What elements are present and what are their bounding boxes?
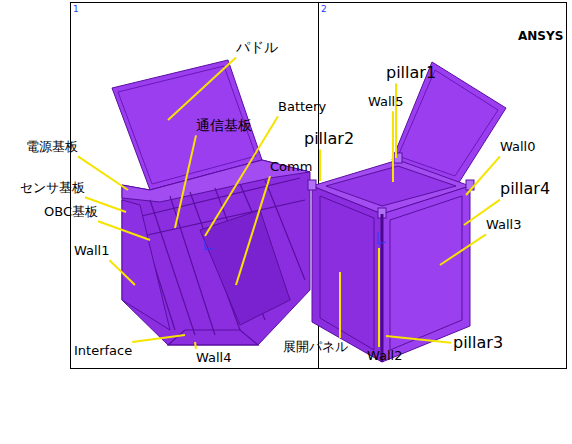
deploy-panel-edge	[320, 196, 374, 350]
part-label: Battery	[278, 100, 326, 114]
part-label: 通信基板	[196, 118, 252, 133]
leader-line	[236, 176, 270, 285]
leader-line	[440, 234, 486, 265]
leader-line	[132, 335, 185, 342]
leader-line	[195, 342, 196, 349]
part-label: pillar4	[500, 180, 550, 198]
comm-board	[200, 210, 290, 325]
leader-line	[168, 57, 236, 120]
part-label: pillar2	[304, 130, 354, 148]
leader-line	[78, 156, 128, 190]
leader-line	[109, 260, 135, 285]
leader-line	[392, 111, 394, 182]
part-label: 電源基板	[26, 140, 78, 154]
wall3-edge	[390, 196, 462, 350]
leader-line	[98, 221, 150, 240]
part-label: 2	[321, 5, 327, 15]
part-label: 展開パネル	[283, 340, 348, 354]
part-label: Wall0	[500, 140, 535, 154]
pillar3	[381, 214, 384, 362]
axis	[378, 232, 386, 244]
part-label: 1	[73, 5, 79, 15]
part-label: Wall3	[486, 218, 521, 232]
axis	[205, 240, 214, 250]
part-label: Interface	[74, 344, 132, 358]
part-label: OBC基板	[44, 205, 98, 219]
paddle-edge	[118, 66, 256, 184]
part-label: Comm	[270, 160, 312, 174]
part-label: センサ基板	[20, 181, 85, 195]
part-label: Wall2	[367, 349, 402, 363]
part-label: Wall1	[74, 244, 109, 258]
paddle-edge	[398, 70, 498, 176]
leader-line	[386, 336, 451, 343]
part-label: パドル	[236, 40, 278, 55]
front-left-face	[312, 186, 382, 362]
leader-line	[319, 150, 321, 181]
viewport-frame	[71, 3, 319, 369]
leader-line	[339, 272, 341, 338]
part-label: ANSYS	[518, 30, 563, 43]
body	[122, 160, 310, 345]
wall1	[122, 200, 170, 330]
leader-line	[378, 248, 380, 347]
pillars	[308, 153, 474, 218]
leader-line	[466, 156, 500, 195]
part-label: pillar1	[386, 64, 436, 82]
part-label: Wall5	[368, 95, 403, 109]
leader-line	[175, 135, 196, 228]
leader-line	[205, 116, 278, 236]
part-label: Wall4	[196, 351, 231, 365]
part-label: pillar3	[453, 334, 503, 352]
